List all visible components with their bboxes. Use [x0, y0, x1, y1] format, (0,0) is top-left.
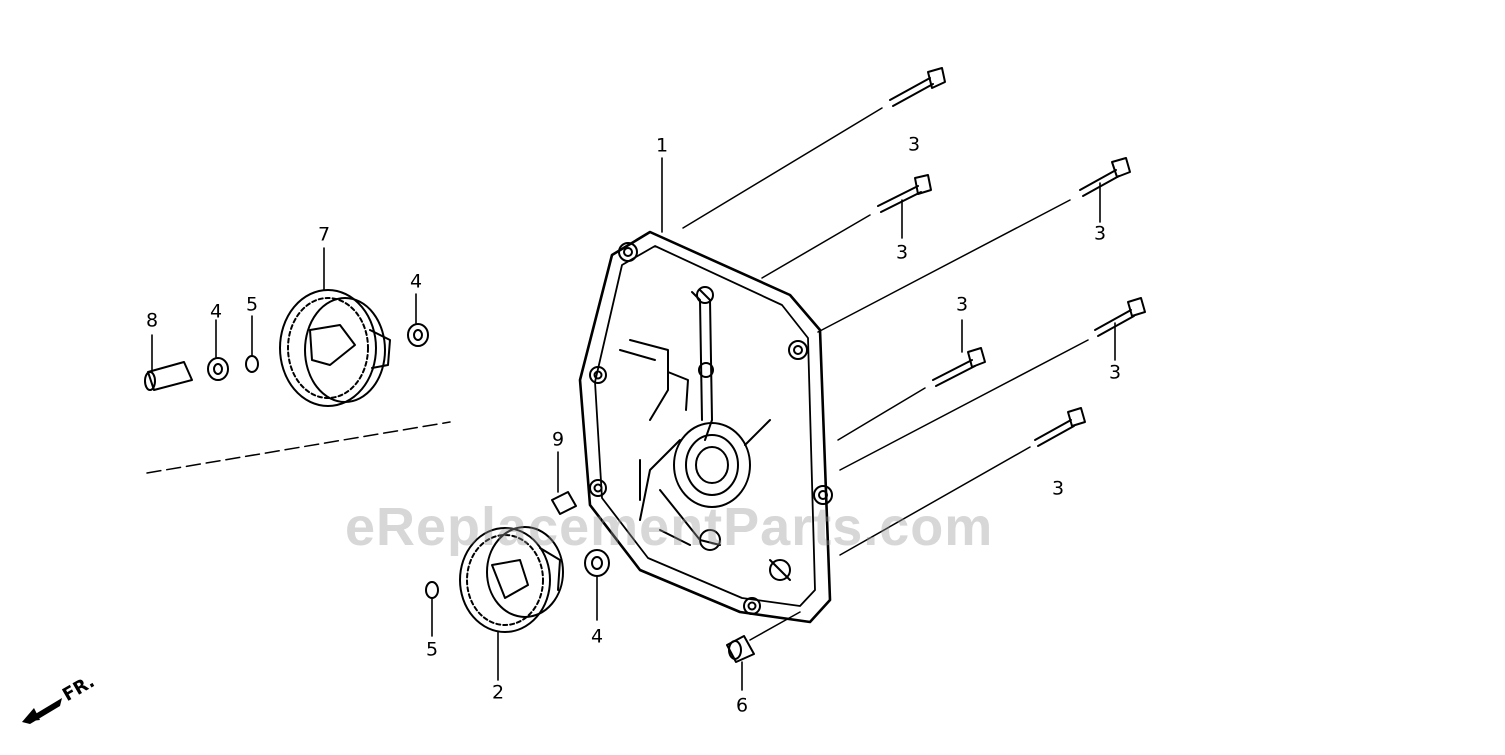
- shaft-pin: [144, 361, 193, 391]
- callout-7: 7: [317, 223, 331, 246]
- dowel-pin-9: [551, 491, 577, 515]
- bolt-leader-lines: [682, 107, 1089, 556]
- callout-6: 6: [735, 694, 749, 717]
- bolt-5: [1094, 297, 1146, 337]
- governor-gear-assembly: [279, 289, 391, 407]
- callout-5: 5: [245, 293, 259, 316]
- separator-line: [146, 421, 451, 474]
- bolt-3: [1079, 157, 1131, 197]
- callout-3: 3: [1093, 222, 1107, 245]
- callout-3: 3: [1051, 477, 1065, 500]
- dowel-leader-line: [749, 611, 801, 641]
- dowel-pin-6: [726, 635, 755, 663]
- bolt-6: [1034, 407, 1086, 447]
- bolt-2: [877, 174, 932, 213]
- washer-top: [407, 323, 429, 347]
- front-direction-arrow: [22, 698, 62, 724]
- bolt-4: [932, 347, 986, 387]
- clip-lower: [425, 581, 439, 599]
- callout-leaders: [151, 157, 1116, 691]
- callout-3: 3: [955, 293, 969, 316]
- callout-1: 1: [655, 134, 669, 157]
- washer-left: [207, 357, 229, 381]
- callout-4: 4: [590, 625, 604, 648]
- callout-8: 8: [145, 309, 159, 332]
- watermark: eReplacementParts.com: [345, 497, 994, 557]
- callout-3: 3: [1108, 361, 1122, 384]
- crankcase-cover: [578, 230, 833, 624]
- callout-4: 4: [209, 300, 223, 323]
- callout-5: 5: [425, 638, 439, 661]
- bolt-1: [889, 67, 946, 107]
- cam-gear-assembly: [459, 526, 564, 633]
- callout-4: 4: [409, 270, 423, 293]
- callout-9: 9: [551, 428, 565, 451]
- clip-left: [245, 355, 259, 373]
- callout-3: 3: [895, 241, 909, 264]
- callout-2: 2: [491, 681, 505, 704]
- callout-3: 3: [907, 133, 921, 156]
